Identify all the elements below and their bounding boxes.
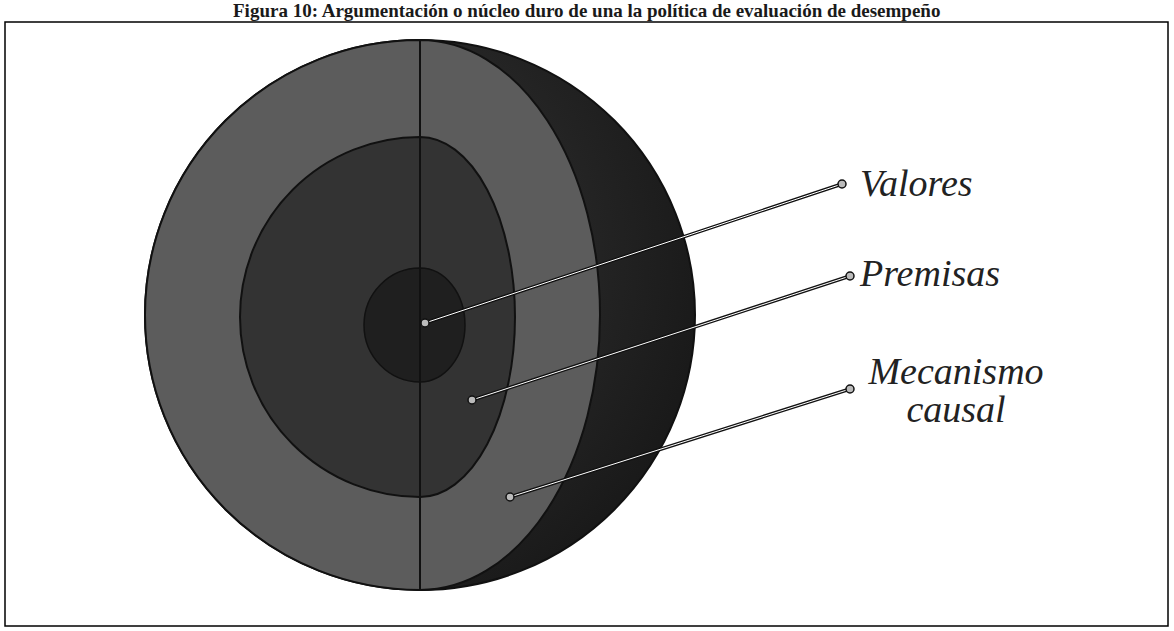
- middle-layer-cut: [240, 137, 420, 497]
- middle-layer-face: [420, 137, 515, 497]
- leader-lines: [421, 180, 854, 501]
- cut-line: [419, 40, 421, 590]
- part-label: Mecanismo causal: [856, 352, 1056, 428]
- core-face: [420, 268, 465, 382]
- outer-layer-cut: [145, 40, 420, 590]
- part-label: Valores: [860, 164, 973, 202]
- part-label: Premisas: [860, 254, 1000, 292]
- figure-frame: [5, 22, 1168, 626]
- outer-sphere: [145, 40, 695, 590]
- figure-title: Figura 10: Argumentación o núcleo duro d…: [233, 0, 940, 22]
- core-cut: [364, 268, 420, 382]
